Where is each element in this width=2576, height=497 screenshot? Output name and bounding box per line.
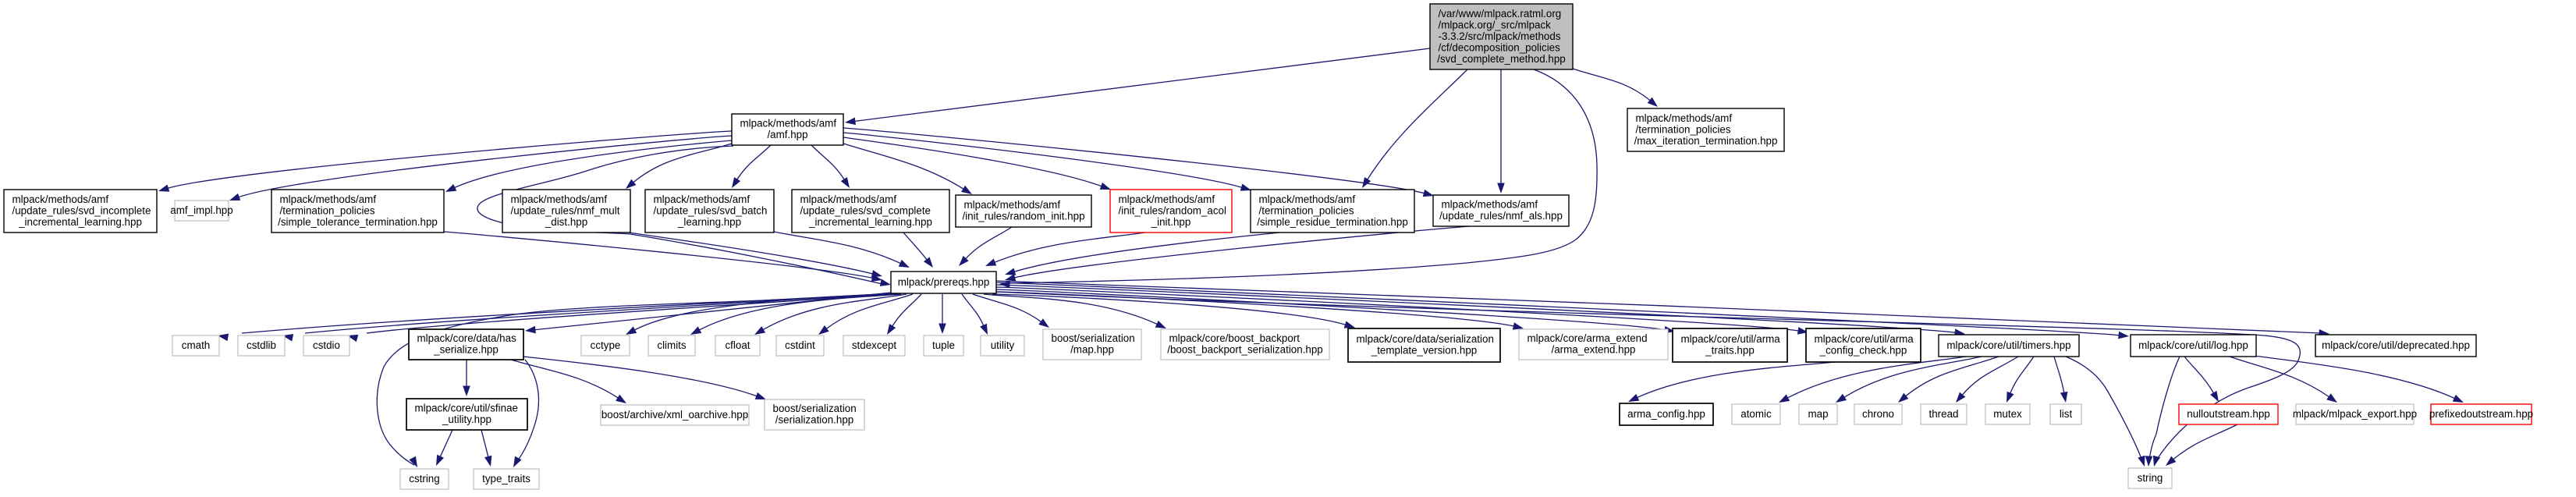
svg-text:boost/serialization: boost/serialization — [773, 403, 857, 414]
svg-text:mlpack/methods/amf: mlpack/methods/amf — [740, 118, 837, 130]
svg-text:mlpack/core/util/timers.hpp: mlpack/core/util/timers.hpp — [1946, 339, 2070, 351]
svg-text:/update_rules/nmf_als.hpp: /update_rules/nmf_als.hpp — [1439, 210, 1563, 222]
svg-text:/update_rules/svd_complete: /update_rules/svd_complete — [800, 204, 931, 216]
svg-text:cstdio: cstdio — [313, 339, 340, 351]
svg-text:_dist.hpp: _dist.hpp — [545, 216, 587, 228]
svg-text:cfloat: cfloat — [725, 339, 750, 351]
svg-text:mlpack/prereqs.hpp: mlpack/prereqs.hpp — [898, 276, 990, 288]
svg-text:_incremental_learning.hpp: _incremental_learning.hpp — [808, 216, 932, 228]
svg-text:stdexcept: stdexcept — [852, 339, 897, 351]
svg-text:/init_rules/random_init.hpp: /init_rules/random_init.hpp — [962, 211, 1084, 222]
svg-text:/termination_policies: /termination_policies — [1636, 123, 1731, 135]
svg-text:/simple_tolerance_termination.: /simple_tolerance_termination.hpp — [278, 216, 438, 228]
svg-text:tuple: tuple — [932, 339, 955, 351]
svg-text:chrono: chrono — [1862, 408, 1894, 420]
svg-text:mlpack/core/util/log.hpp: mlpack/core/util/log.hpp — [2138, 339, 2248, 351]
svg-text:/termination_policies: /termination_policies — [1259, 204, 1354, 216]
svg-text:cctype: cctype — [591, 339, 621, 351]
svg-text:-3.3.2/src/mlpack/methods: -3.3.2/src/mlpack/methods — [1439, 30, 1561, 42]
svg-text:type_traits: type_traits — [482, 473, 530, 485]
svg-text:nulloutstream.hpp: nulloutstream.hpp — [2187, 408, 2269, 420]
svg-text:climits: climits — [657, 339, 686, 351]
svg-text:mutex: mutex — [1993, 408, 2022, 420]
svg-text:/arma_extend.hpp: /arma_extend.hpp — [1552, 344, 1636, 356]
svg-text:arma_config.hpp: arma_config.hpp — [1627, 408, 1705, 420]
svg-text:mlpack/core/data/has: mlpack/core/data/has — [417, 332, 517, 344]
svg-text:prefixedoutstream.hpp: prefixedoutstream.hpp — [2429, 408, 2533, 420]
svg-text:boost/serialization: boost/serialization — [1052, 332, 1135, 344]
svg-text:boost/archive/xml_oarchive.hpp: boost/archive/xml_oarchive.hpp — [601, 409, 748, 421]
svg-text:thread: thread — [1929, 408, 1959, 420]
svg-text:/update_rules/nmf_mult: /update_rules/nmf_mult — [511, 204, 620, 216]
svg-text:/amf.hpp: /amf.hpp — [767, 129, 807, 140]
svg-text:_utility.hpp: _utility.hpp — [442, 414, 491, 425]
svg-text:amf_impl.hpp: amf_impl.hpp — [170, 204, 232, 216]
svg-text:mlpack/mlpack_export.hpp: mlpack/mlpack_export.hpp — [2293, 408, 2417, 420]
svg-text:_config_check.hpp: _config_check.hpp — [1819, 345, 1907, 357]
svg-text:mlpack/methods/amf: mlpack/methods/amf — [1119, 193, 1215, 205]
svg-text:/update_rules/svd_incomplete: /update_rules/svd_incomplete — [12, 204, 151, 216]
svg-text:mlpack/core/data/serialization: mlpack/core/data/serialization — [1357, 333, 1494, 345]
svg-text:atomic: atomic — [1740, 408, 1772, 420]
svg-text:_incremental_learning.hpp: _incremental_learning.hpp — [18, 216, 142, 228]
svg-text:mlpack/methods/amf: mlpack/methods/amf — [964, 199, 1061, 211]
svg-text:_template_version.hpp: _template_version.hpp — [1371, 345, 1477, 357]
svg-text:mlpack/methods/amf: mlpack/methods/amf — [280, 193, 377, 205]
svg-text:mlpack/methods/amf: mlpack/methods/amf — [511, 193, 608, 205]
svg-text:mlpack/core/util/arma: mlpack/core/util/arma — [1815, 333, 1914, 345]
svg-text:/svd_complete_method.hpp: /svd_complete_method.hpp — [1437, 53, 1566, 65]
svg-text:/cf/decomposition_policies: /cf/decomposition_policies — [1439, 41, 1561, 53]
svg-text:/update_rules/svd_batch: /update_rules/svd_batch — [654, 204, 768, 216]
svg-text:mlpack/core/arma_extend: mlpack/core/arma_extend — [1528, 332, 1648, 344]
svg-text:_learning.hpp: _learning.hpp — [677, 216, 741, 228]
svg-text:cstring: cstring — [409, 473, 439, 485]
svg-text:string: string — [2138, 472, 2163, 484]
svg-text:/boost_backport_serialization.: /boost_backport_serialization.hpp — [1167, 344, 1323, 356]
svg-text:mlpack/methods/amf: mlpack/methods/amf — [800, 193, 897, 205]
svg-text:/init_rules/random_acol: /init_rules/random_acol — [1119, 204, 1226, 216]
svg-text:/mlpack.org/_src/mlpack: /mlpack.org/_src/mlpack — [1439, 19, 1552, 30]
svg-text:mlpack/methods/amf: mlpack/methods/amf — [654, 193, 750, 205]
svg-text:/simple_residue_termination.hp: /simple_residue_termination.hpp — [1257, 216, 1408, 228]
svg-text:list: list — [2060, 408, 2073, 420]
svg-text:_init.hpp: _init.hpp — [1151, 216, 1191, 228]
svg-text:mlpack/methods/amf: mlpack/methods/amf — [1259, 193, 1356, 205]
svg-text:mlpack/methods/amf: mlpack/methods/amf — [12, 193, 109, 205]
svg-text:mlpack/core/util/sfinae: mlpack/core/util/sfinae — [415, 403, 518, 414]
svg-text:utility: utility — [991, 339, 1015, 351]
svg-text:mlpack/methods/amf: mlpack/methods/amf — [1442, 199, 1538, 211]
svg-text:/termination_policies: /termination_policies — [280, 204, 375, 216]
svg-text:map: map — [1808, 408, 1828, 420]
svg-text:_traits.hpp: _traits.hpp — [1705, 345, 1755, 357]
svg-text:_serialize.hpp: _serialize.hpp — [433, 344, 499, 356]
svg-text:mlpack/core/util/arma: mlpack/core/util/arma — [1681, 333, 1781, 345]
svg-text:cmath: cmath — [182, 339, 210, 351]
svg-text:mlpack/core/boost_backport: mlpack/core/boost_backport — [1169, 332, 1300, 344]
svg-text:mlpack/core/util/deprecated.hp: mlpack/core/util/deprecated.hpp — [2322, 339, 2470, 351]
svg-text:/map.hpp: /map.hpp — [1070, 344, 1114, 356]
svg-text:/serialization.hpp: /serialization.hpp — [775, 414, 854, 426]
svg-text:cstdint: cstdint — [785, 339, 815, 351]
svg-text:/max_iteration_termination.hpp: /max_iteration_termination.hpp — [1634, 135, 1778, 147]
svg-text:mlpack/methods/amf: mlpack/methods/amf — [1636, 112, 1733, 124]
svg-text:cstdlib: cstdlib — [247, 339, 276, 351]
svg-text:/var/www/mlpack.ratml.org: /var/www/mlpack.ratml.org — [1439, 8, 1562, 20]
